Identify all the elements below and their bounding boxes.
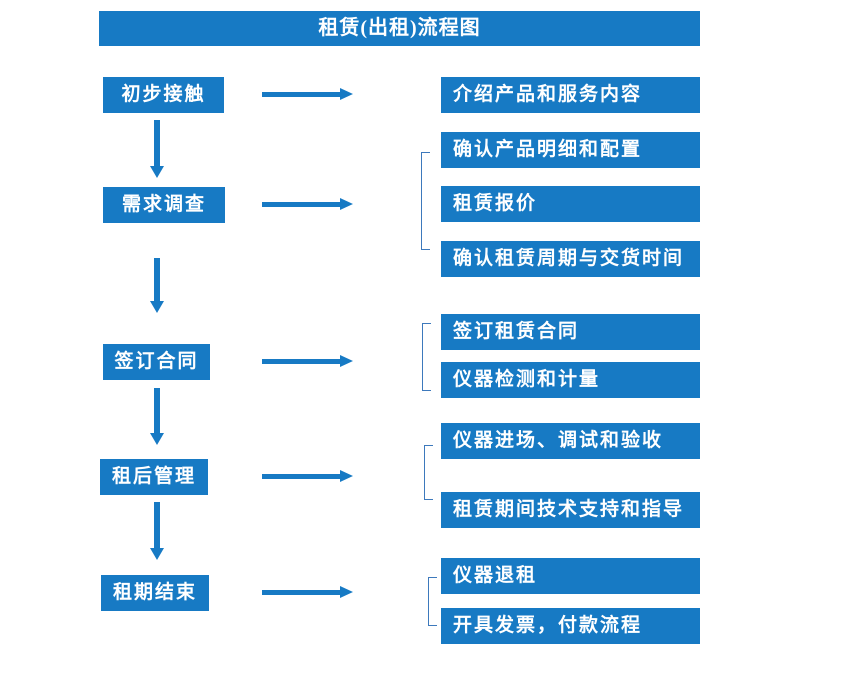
arrow-head	[340, 198, 353, 210]
down-arrow-icon	[150, 258, 164, 313]
group-bracket-icon	[422, 323, 431, 391]
arrow-shaft	[262, 92, 340, 97]
detail-box: 仪器进场、调试和验收	[441, 423, 700, 459]
detail-box: 仪器检测和计量	[441, 362, 700, 398]
diagram-title: 租赁(出租)流程图	[99, 11, 700, 46]
detail-box: 开具发票，付款流程	[441, 608, 700, 644]
right-arrow-icon	[262, 470, 353, 483]
detail-box: 确认产品明细和配置	[441, 132, 700, 168]
arrow-shaft	[154, 502, 160, 548]
down-arrow-icon	[150, 502, 164, 560]
right-arrow-icon	[262, 355, 353, 368]
arrow-head	[340, 88, 353, 100]
arrow-shaft	[154, 120, 160, 166]
right-arrow-icon	[262, 88, 353, 101]
detail-box: 确认租赁周期与交货时间	[441, 241, 700, 277]
step-box-post-rental: 租后管理	[100, 459, 208, 495]
step-box-demand-survey: 需求调查	[103, 187, 225, 223]
detail-box: 签订租赁合同	[441, 314, 700, 350]
step-box-lease-end: 租期结束	[101, 575, 209, 611]
arrow-head	[340, 586, 353, 598]
right-arrow-icon	[262, 198, 353, 211]
arrow-head	[340, 355, 353, 367]
arrow-head	[150, 548, 164, 560]
arrow-shaft	[154, 258, 160, 301]
arrow-head	[150, 301, 164, 313]
detail-box: 租赁期间技术支持和指导	[441, 492, 700, 528]
detail-box: 介绍产品和服务内容	[441, 77, 700, 113]
arrow-shaft	[262, 202, 340, 207]
right-arrow-icon	[262, 586, 353, 599]
detail-box: 租赁报价	[441, 186, 700, 222]
step-box-sign-contract: 签订合同	[103, 344, 210, 380]
detail-box: 仪器退租	[441, 558, 700, 594]
arrow-head	[150, 166, 164, 178]
step-box-initial-contact: 初步接触	[103, 77, 224, 113]
down-arrow-icon	[150, 388, 164, 445]
group-bracket-icon	[424, 445, 433, 500]
arrow-shaft	[262, 474, 340, 479]
arrow-head	[150, 433, 164, 445]
arrow-shaft	[262, 359, 340, 364]
arrow-shaft	[262, 590, 340, 595]
group-bracket-icon	[421, 152, 430, 250]
down-arrow-icon	[150, 120, 164, 178]
group-bracket-icon	[428, 577, 437, 626]
arrow-shaft	[154, 388, 160, 433]
arrow-head	[340, 470, 353, 482]
